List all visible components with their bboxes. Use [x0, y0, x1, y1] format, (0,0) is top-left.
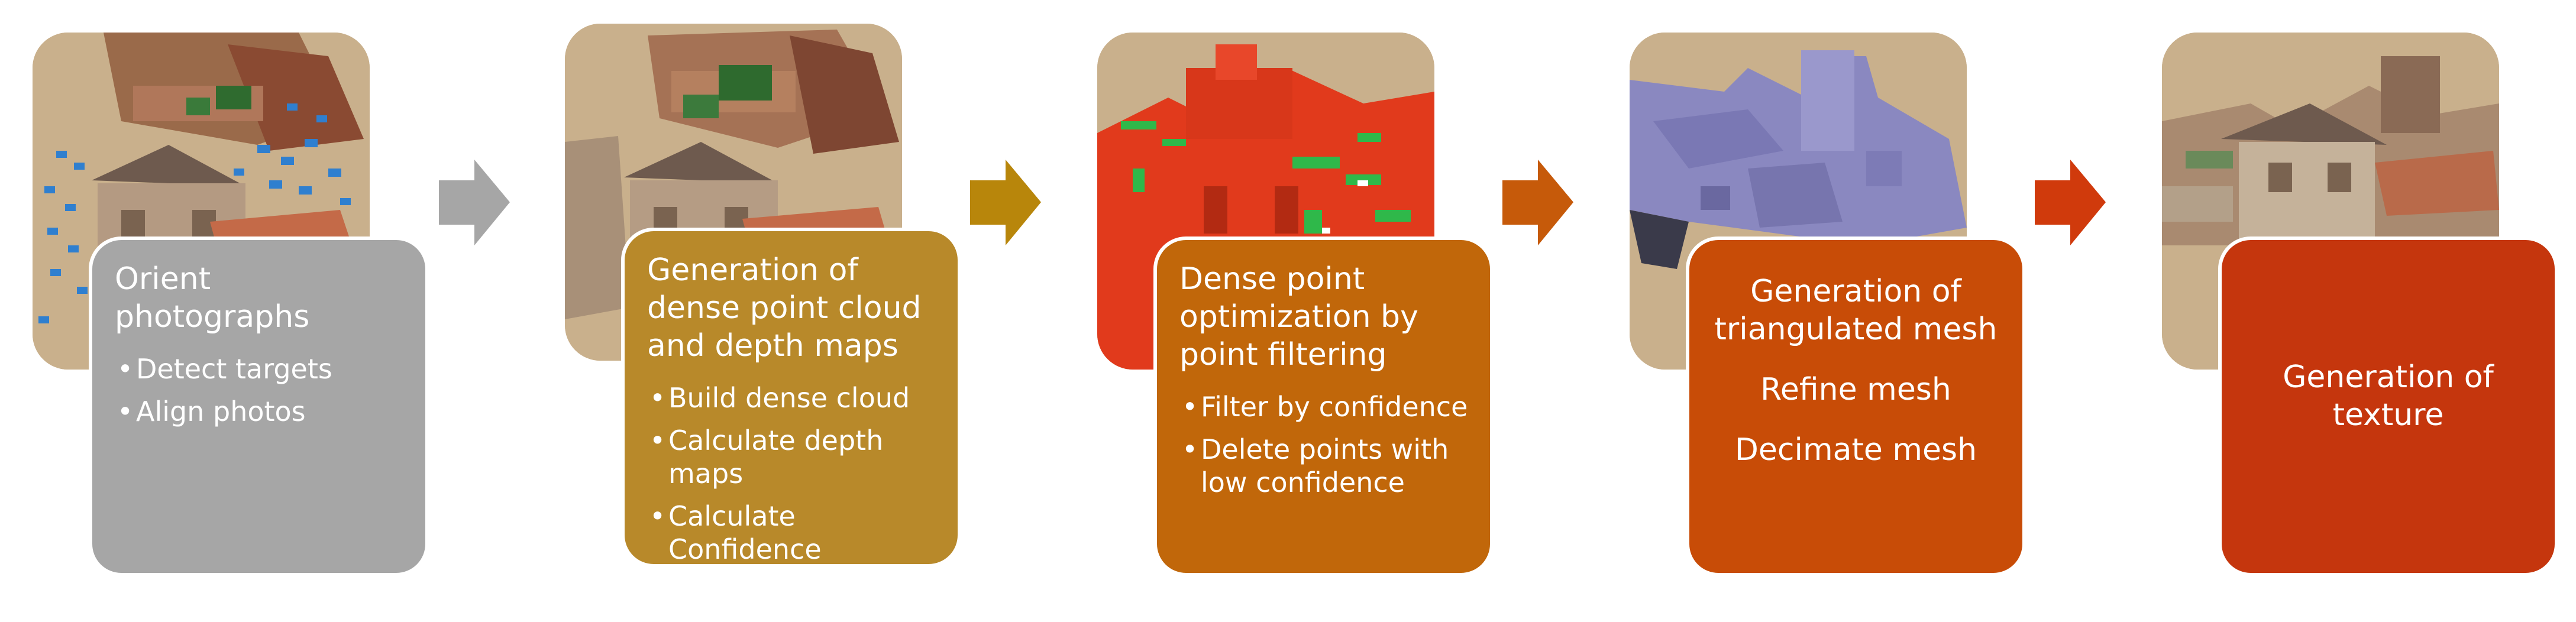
bullet-item: Build dense cloud — [649, 381, 940, 414]
step-title: Generation of triangulated mesh — [1714, 274, 1998, 347]
bullet-item: Filter by confidence — [1182, 390, 1472, 423]
step-line: Decimate mesh — [1734, 432, 1977, 468]
right-arrow-icon — [970, 160, 1041, 245]
step-card: Orient photographs Detect targets Align … — [89, 237, 429, 576]
step-card: Generation of triangulated mesh Refine m… — [1686, 237, 2026, 576]
step-triangulated-mesh: Generation of triangulated mesh Refine m… — [1630, 0, 2032, 622]
bullet-list: Detect targets Align photos — [115, 352, 408, 428]
bullet-item: Delete points with low confidence — [1182, 433, 1472, 499]
step-point-filtering: Dense point optimization by point filter… — [1097, 0, 1499, 622]
bullet-item: Align photos — [117, 395, 408, 428]
step-title: Generation of texture — [2283, 359, 2494, 433]
step-card: Dense point optimization by point filter… — [1153, 237, 1494, 576]
right-arrow-icon — [439, 160, 510, 245]
bullet-item: Detect targets — [117, 352, 408, 385]
step-card: Generation of dense point cloud and dept… — [621, 228, 961, 568]
right-arrow-icon — [2035, 160, 2106, 245]
right-arrow-icon — [1502, 160, 1573, 245]
step-line: Refine mesh — [1760, 372, 1951, 407]
step-title: Generation of dense point cloud and dept… — [647, 252, 922, 364]
step-orient-photographs: Orient photographs Detect targets Align … — [33, 0, 435, 622]
step-title: Orient photographs — [115, 261, 310, 335]
step-texture: Generation of texture — [2162, 0, 2564, 622]
step-title: Dense point optimization by point filter… — [1179, 261, 1418, 372]
step-dense-point-cloud: Generation of dense point cloud and dept… — [565, 0, 967, 622]
bullet-list: Filter by confidence Delete points with … — [1179, 390, 1472, 499]
step-card: Generation of texture — [2218, 237, 2558, 576]
bullet-list: Build dense cloud Calculate depth maps C… — [647, 381, 940, 564]
bullet-item: Calculate depth maps — [649, 424, 940, 490]
bullet-item: Calculate Confidence — [649, 500, 940, 564]
